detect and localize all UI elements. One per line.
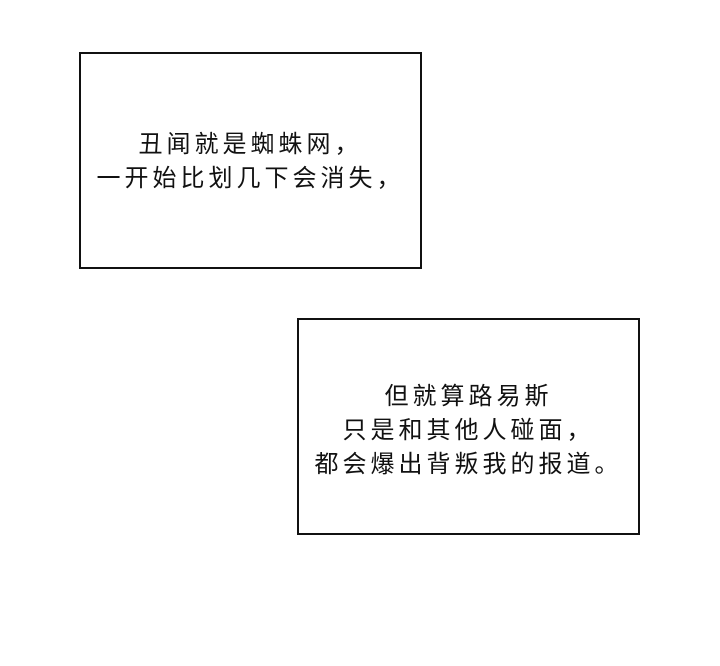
- caption-box-1: 丑闻就是蜘蛛网， 一开始比划几下会消失，: [79, 52, 422, 269]
- caption-line: 丑闻就是蜘蛛网，: [138, 129, 363, 158]
- caption-line: 但就算路易斯: [384, 381, 553, 410]
- caption-line: 一开始比划几下会消失，: [96, 163, 405, 192]
- caption-line: 都会爆出背叛我的报道。: [314, 449, 623, 478]
- caption-box-2: 但就算路易斯 只是和其他人碰面， 都会爆出背叛我的报道。: [297, 318, 640, 535]
- caption-line: 只是和其他人碰面，: [342, 415, 595, 444]
